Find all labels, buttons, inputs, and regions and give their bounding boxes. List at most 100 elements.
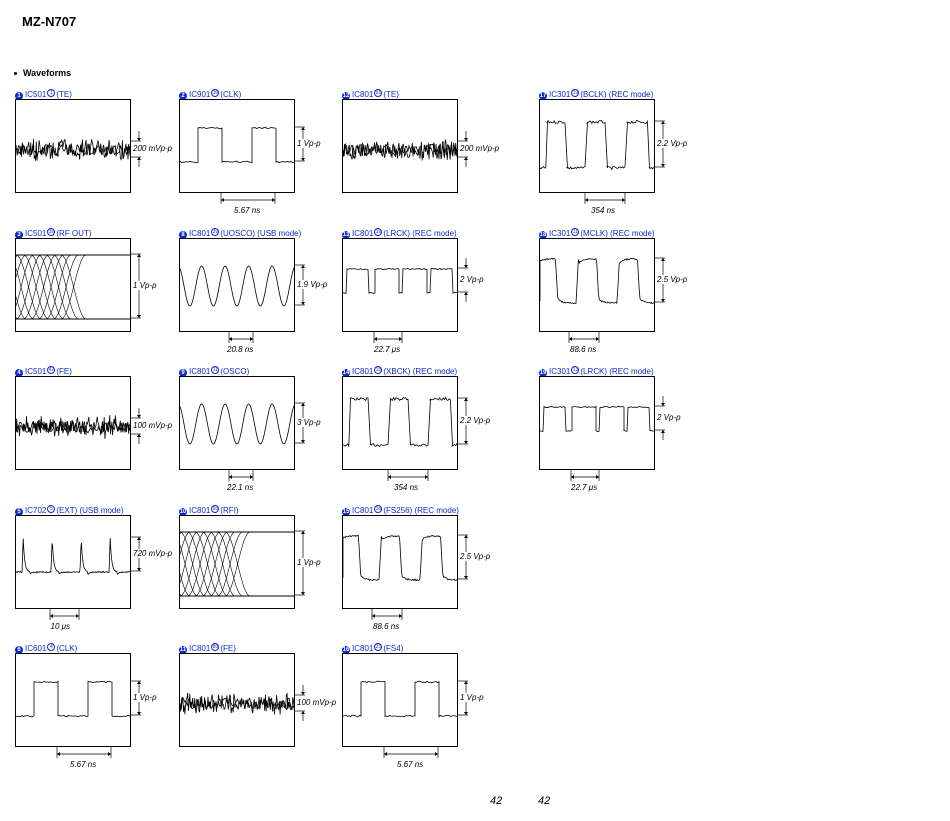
period-marker: 88.6 ns (342, 609, 458, 635)
period-marker: 354 ns (342, 470, 458, 496)
waveform-trace (343, 139, 457, 161)
period-bracket (220, 193, 276, 204)
period-marker: 5.67 ns (15, 747, 131, 773)
waveform-number-badge: 9 (179, 369, 187, 377)
signal-name: (CLK) (220, 90, 242, 99)
pin-number-badge: 13 (571, 366, 580, 374)
period-bracket (387, 470, 429, 481)
scope-display (342, 653, 458, 747)
waveform-trace (16, 538, 130, 575)
trace-line (16, 254, 130, 320)
pin-number-badge: 5 (47, 505, 56, 513)
arrow-left-icon (221, 198, 224, 202)
pin-number-badge: 85 (211, 643, 220, 651)
scope-display (179, 515, 295, 609)
period-label: 88.6 ns (570, 345, 597, 354)
trace-line (180, 403, 294, 445)
arrow-down-icon (137, 712, 141, 715)
amplitude-label: 2.2 Vp-p (460, 416, 491, 425)
waveform-trace (180, 403, 294, 445)
trace-line (343, 680, 457, 718)
waveform-trace (180, 126, 294, 164)
arrow-right-icon (596, 337, 599, 341)
arrow-right-icon (399, 337, 402, 341)
arrow-down-icon (137, 315, 141, 318)
waveform-trace (180, 692, 294, 715)
arrow-down-icon (661, 164, 665, 167)
signal-name: (XBCK) (REC mode) (383, 367, 458, 376)
period-label: 354 ns (591, 206, 616, 215)
period-marker: 5.67 ns (342, 747, 458, 773)
signal-name: (FS256) (REC mode) (383, 506, 459, 515)
scope-display (15, 238, 131, 332)
arrow-right-icon (425, 475, 428, 479)
arrow-left-icon (585, 198, 588, 202)
waveform-number-badge: 3 (15, 231, 23, 239)
chip-id: IC801 (352, 367, 374, 376)
amplitude-label: 200 mVp-p (133, 144, 173, 153)
waveform-number-badge: 15 (342, 508, 350, 516)
period-label: 5.67 ns (70, 760, 97, 769)
waveform-trace (540, 405, 654, 433)
trace-line (343, 142, 457, 157)
arrow-up-icon (661, 258, 665, 261)
period-marker: 88.6 ns (539, 332, 655, 358)
arrow-left-icon (374, 337, 377, 341)
waveform-number-badge: 18 (539, 231, 547, 239)
arrow-up-icon (301, 403, 305, 406)
amplitude-label: 1 Vp-p (133, 693, 157, 702)
arrow-down-icon (301, 158, 305, 161)
amplitude-label: 200 mVp-p (460, 144, 500, 153)
amplitude-label: 2.2 Vp-p (657, 139, 688, 148)
signal-name: (CLK) (56, 644, 78, 653)
arrow-down-icon (137, 138, 141, 141)
arrow-up-icon (137, 537, 141, 540)
trace-line (343, 534, 457, 582)
amplitude-bracket (458, 258, 468, 302)
arrow-up-icon (464, 157, 468, 160)
trace-line (16, 254, 130, 278)
pin-number-badge: 21 (374, 643, 383, 651)
arrow-up-icon (301, 127, 305, 130)
amplitude-label: 1 Vp-p (297, 558, 321, 567)
chip-id: IC801 (189, 367, 211, 376)
signal-name: (TE) (56, 90, 72, 99)
amplitude-label: 100 mVp-p (297, 698, 337, 707)
scope-display (15, 653, 131, 747)
arrow-up-icon (137, 434, 141, 437)
amplitude-bracket (458, 534, 468, 580)
amplitude-label: 2.5 Vp-p (657, 275, 688, 284)
waveform-number-badge: 14 (342, 369, 350, 377)
scope-display (342, 376, 458, 470)
arrow-left-icon (569, 337, 572, 341)
arrow-left-icon (384, 752, 387, 756)
trace-line (16, 143, 130, 157)
amplitude-bracket (131, 408, 141, 444)
signal-name: (LRCK) (REC mode) (383, 229, 457, 238)
arrow-left-icon (372, 614, 375, 618)
chip-id: IC801 (189, 229, 211, 238)
arrow-left-icon (229, 475, 232, 479)
arrow-down-icon (464, 265, 468, 268)
chip-id: IC301 (549, 229, 571, 238)
trace-line (180, 573, 294, 597)
amplitude-bracket (458, 131, 468, 167)
arrow-up-icon (301, 265, 305, 268)
chip-id: IC501 (25, 367, 47, 376)
chip-id: IC801 (352, 506, 374, 515)
signal-name: (BCLK) (REC mode) (580, 90, 654, 99)
waveform-number-badge: 11 (179, 646, 187, 654)
model-title: MZ-N707 (22, 14, 77, 29)
amplitude-label: 100 mVp-p (133, 421, 173, 430)
arrow-left-icon (388, 475, 391, 479)
scope-display (539, 99, 655, 193)
scope-display (179, 99, 295, 193)
chip-id: IC702 (25, 506, 47, 515)
